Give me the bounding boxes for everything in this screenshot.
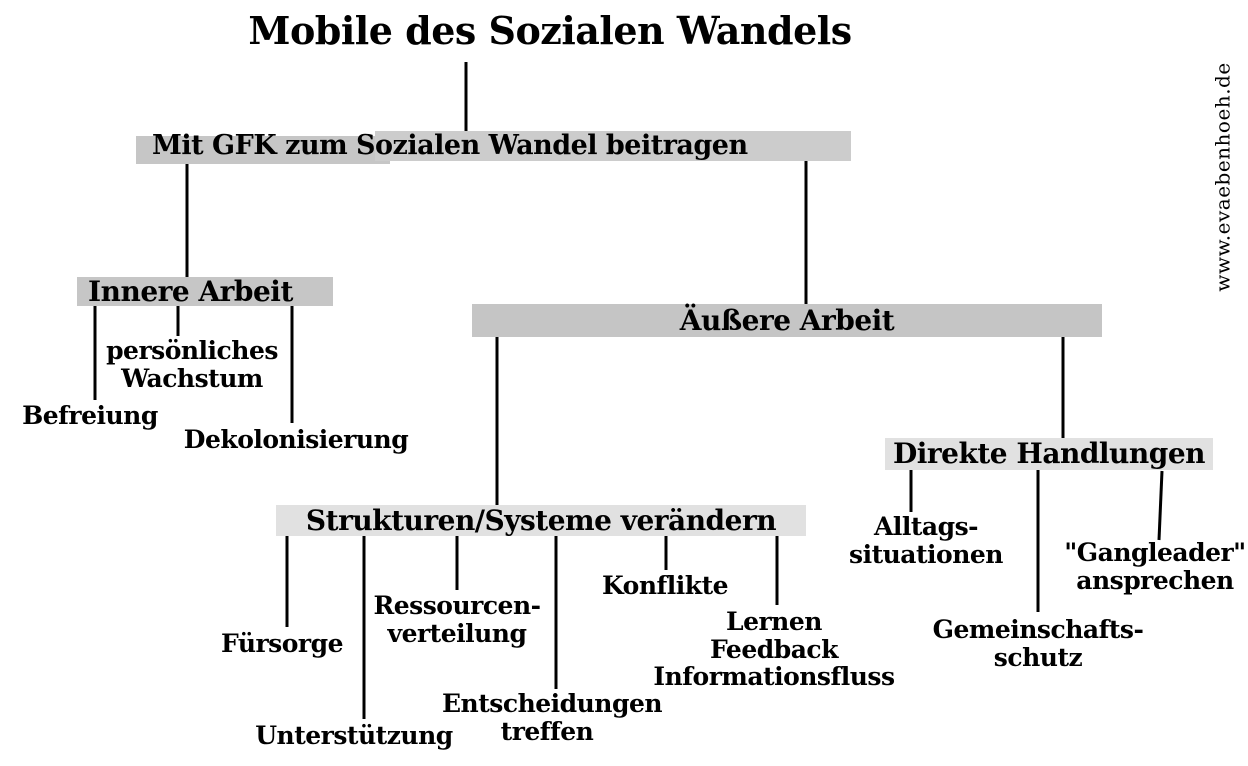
node-aeussere-arbeit-bar	[472, 304, 1102, 337]
node-entscheidungen-treffen: Entscheidungen treffen	[442, 690, 663, 746]
node-lernen-line1: Lernen	[726, 607, 822, 636]
node-innere-arbeit-bar	[77, 277, 333, 306]
watermark-url: www.evaebenhoeh.de	[1210, 62, 1235, 292]
node-lernen-feedback-informationsfluss: Lernen Feedback Informationsfluss	[649, 608, 899, 691]
page-title: Mobile des Sozialen Wandels	[248, 8, 852, 53]
node-ressourcenverteilung-line2: verteilung	[387, 618, 527, 648]
node-root-label: Mit GFK zum Sozialen Wandel beitragen	[152, 130, 748, 161]
node-persoenliches-wachstum: persönliches Wachstum	[102, 337, 282, 392]
node-konflikte: Konflikte	[601, 571, 729, 600]
node-gangleader-ansprechen-line1: "Gangleader"	[1064, 538, 1246, 567]
node-direkte-handlungen-bar	[885, 438, 1213, 470]
node-alltagssituationen-line2: situationen	[849, 539, 1003, 569]
node-alltagssituationen: Alltags- situationen	[846, 513, 1006, 568]
node-strukturen-bar	[276, 505, 806, 536]
node-lernen-line2: Feedback	[710, 634, 838, 664]
node-gemeinschaftsschutz-line2: schutz	[993, 642, 1083, 672]
node-gemeinschaftsschutz: Gemeinschafts- schutz	[928, 616, 1148, 671]
node-unterstuetzung: Unterstützung	[255, 721, 453, 750]
node-dekolonisierung: Dekolonisierung	[183, 425, 409, 454]
node-ressourcenverteilung: Ressourcen- verteilung	[367, 592, 547, 647]
node-root-bar-left	[136, 136, 390, 164]
node-gemeinschaftsschutz-line1: Gemeinschafts-	[932, 615, 1144, 644]
node-gangleader-ansprechen: "Gangleader" ansprechen	[1055, 539, 1248, 594]
node-persoenliches-wachstum-line2: Wachstum	[121, 363, 263, 393]
node-innere-arbeit-label: Innere Arbeit	[88, 275, 293, 308]
node-gangleader-ansprechen-line2: ansprechen	[1076, 565, 1234, 595]
node-root-bar-right	[375, 131, 851, 161]
node-befreiung: Befreiung	[22, 401, 158, 430]
node-fuersorge: Fürsorge	[221, 629, 343, 658]
node-direkte-handlungen-label: Direkte Handlungen	[892, 437, 1206, 470]
node-aeussere-arbeit-label: Äußere Arbeit	[679, 304, 895, 337]
node-ressourcenverteilung-line1: Ressourcen-	[373, 591, 541, 620]
node-strukturen-label: Strukturen/Systeme verändern	[305, 504, 777, 537]
node-alltagssituationen-line1: Alltags-	[873, 512, 979, 541]
node-entscheidungen-treffen-line2: treffen	[500, 716, 594, 746]
node-lernen-line3: Informationsfluss	[653, 662, 895, 691]
node-persoenliches-wachstum-line1: persönliches	[106, 336, 278, 365]
node-entscheidungen-treffen-line1: Entscheidungen	[442, 689, 663, 718]
connector-line	[1157, 470, 1164, 541]
